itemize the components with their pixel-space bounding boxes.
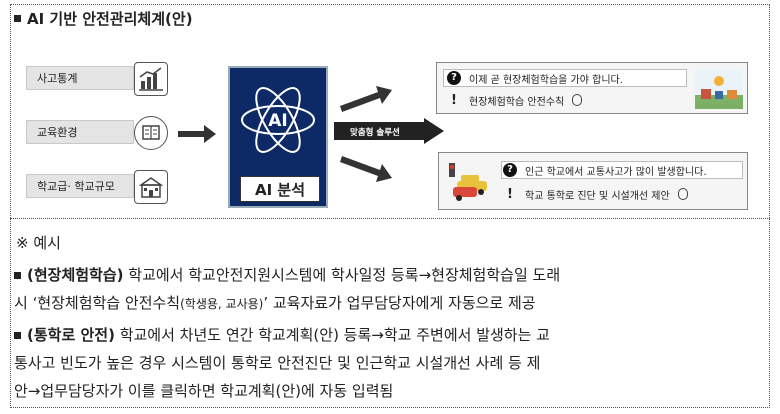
notification-card-field-trip: ? 이제 곧 현장체험학습을 가야 합니다. ! 현장체험학습 안전수칙 — [436, 62, 748, 114]
solution-label: 맞춤형 솔루션 — [350, 128, 400, 138]
ai-emblem-text: AI — [268, 111, 287, 131]
card-detail-link[interactable]: 학교 통학로 진단 및 시설개선 제안 — [525, 190, 670, 202]
example-1-line-1: (현장체험학습) 학교에서 학교안전지원시스템에 학사일정 등록→현장체험학습일… — [14, 264, 560, 285]
content-frame — [10, 4, 770, 408]
alert-icon: ! — [451, 92, 457, 108]
message-box — [443, 69, 687, 87]
bullet-square-icon — [14, 332, 21, 339]
atom-icon: AI — [241, 87, 315, 153]
bullet-square-icon — [14, 15, 21, 22]
arrow-up-right-icon — [340, 86, 392, 112]
input-label-accident-stats: 사고통계 — [26, 66, 134, 90]
example-2-line-1: (통학로 안전) 학교에서 차년도 연간 학교계획(안) 등록→학교 주변에서 … — [14, 324, 550, 345]
notification-card-school-route: ? 인근 학교에서 교통사고가 많이 발생합니다. ! 학교 통학로 진단 및 … — [438, 152, 748, 210]
arrow-right-icon — [178, 125, 216, 143]
message-box — [501, 161, 743, 179]
section-divider — [10, 218, 770, 219]
card-detail-link[interactable]: 현장체험학습 안전수칙 — [469, 96, 565, 108]
ai-analysis-label: AI 분석 — [240, 176, 320, 202]
example-1-line-2: 시 ‘현장체험학습 안전수칙(학생용, 교사용)’ 교육자료가 업무담당자에게 … — [14, 294, 536, 312]
arrow-down-right-icon — [340, 156, 392, 182]
question-icon: ? — [503, 163, 517, 177]
mouse-icon — [677, 188, 688, 200]
book-icon — [134, 116, 168, 150]
bullet-square-icon — [14, 272, 21, 279]
page-title: AI 기반 안전관리체계(안) — [14, 8, 193, 29]
bar-chart-icon — [134, 62, 168, 96]
examples-title: ※ 예시 — [16, 234, 61, 252]
input-label-school-size: 학교급· 학교규모 — [26, 174, 134, 198]
card-message: 이제 곧 현장체험학습을 가야 합니다. — [469, 74, 623, 86]
solution-arrow-icon — [334, 118, 444, 144]
example-2-line-3: 안→업무담당자가 이를 클릭하면 학교계획(안)에 자동 입력됨 — [14, 382, 394, 400]
example-2-line-2: 통사고 빈도가 높은 경우 시스템이 통학로 안전진단 및 인근학교 시설개선 … — [14, 354, 541, 372]
input-label-education-env: 교육환경 — [26, 120, 134, 144]
question-icon: ? — [447, 71, 461, 85]
field-trip-image — [695, 69, 743, 109]
traffic-accident-image — [449, 163, 487, 201]
mouse-icon — [572, 94, 583, 106]
alert-icon: ! — [507, 186, 513, 202]
school-icon — [134, 170, 168, 204]
card-message: 인근 학교에서 교통사고가 많이 발생합니다. — [525, 166, 707, 178]
